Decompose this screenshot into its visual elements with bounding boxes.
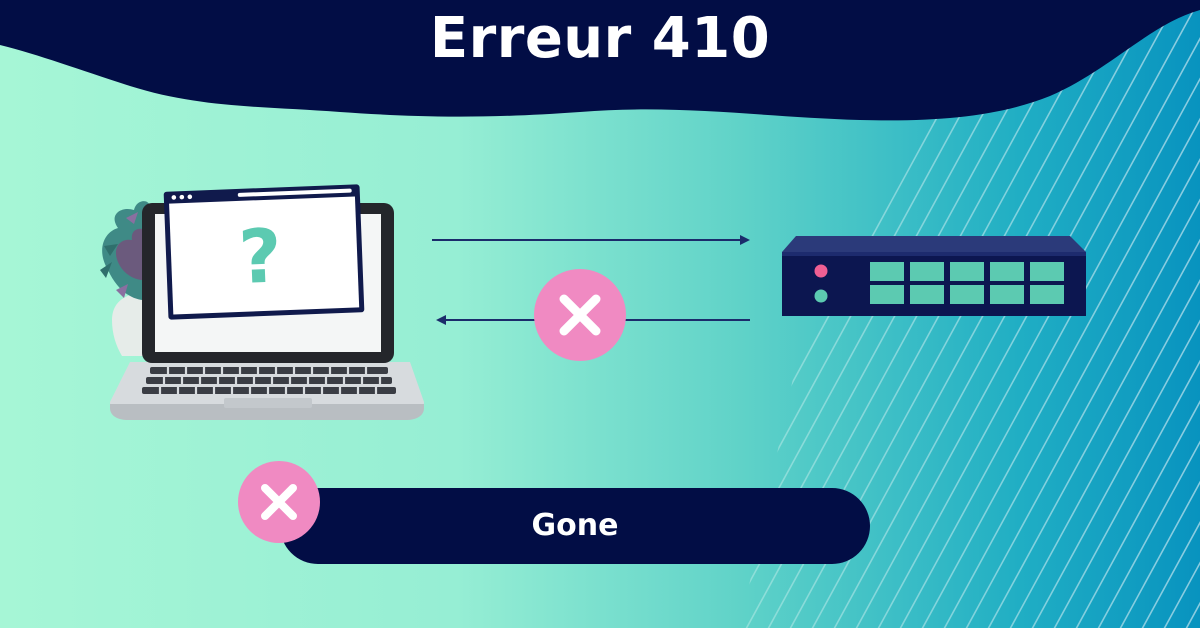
server-status-light-green — [814, 289, 828, 303]
close-icon — [261, 484, 297, 520]
question-mark-icon: ? — [237, 213, 283, 301]
request-arrow — [432, 235, 750, 245]
error-badge-status — [238, 461, 320, 543]
server-icon — [782, 236, 1086, 316]
page-title: Erreur 410 — [429, 6, 771, 71]
server-status-light-red — [814, 264, 828, 278]
plant-icon — [100, 201, 150, 356]
status-badge: Gone — [280, 488, 870, 564]
status-label: Gone — [531, 508, 619, 543]
close-icon — [559, 294, 601, 336]
header-wave — [0, 0, 1200, 121]
laptop-icon: ? — [110, 184, 424, 420]
error-badge-connection — [534, 269, 626, 361]
